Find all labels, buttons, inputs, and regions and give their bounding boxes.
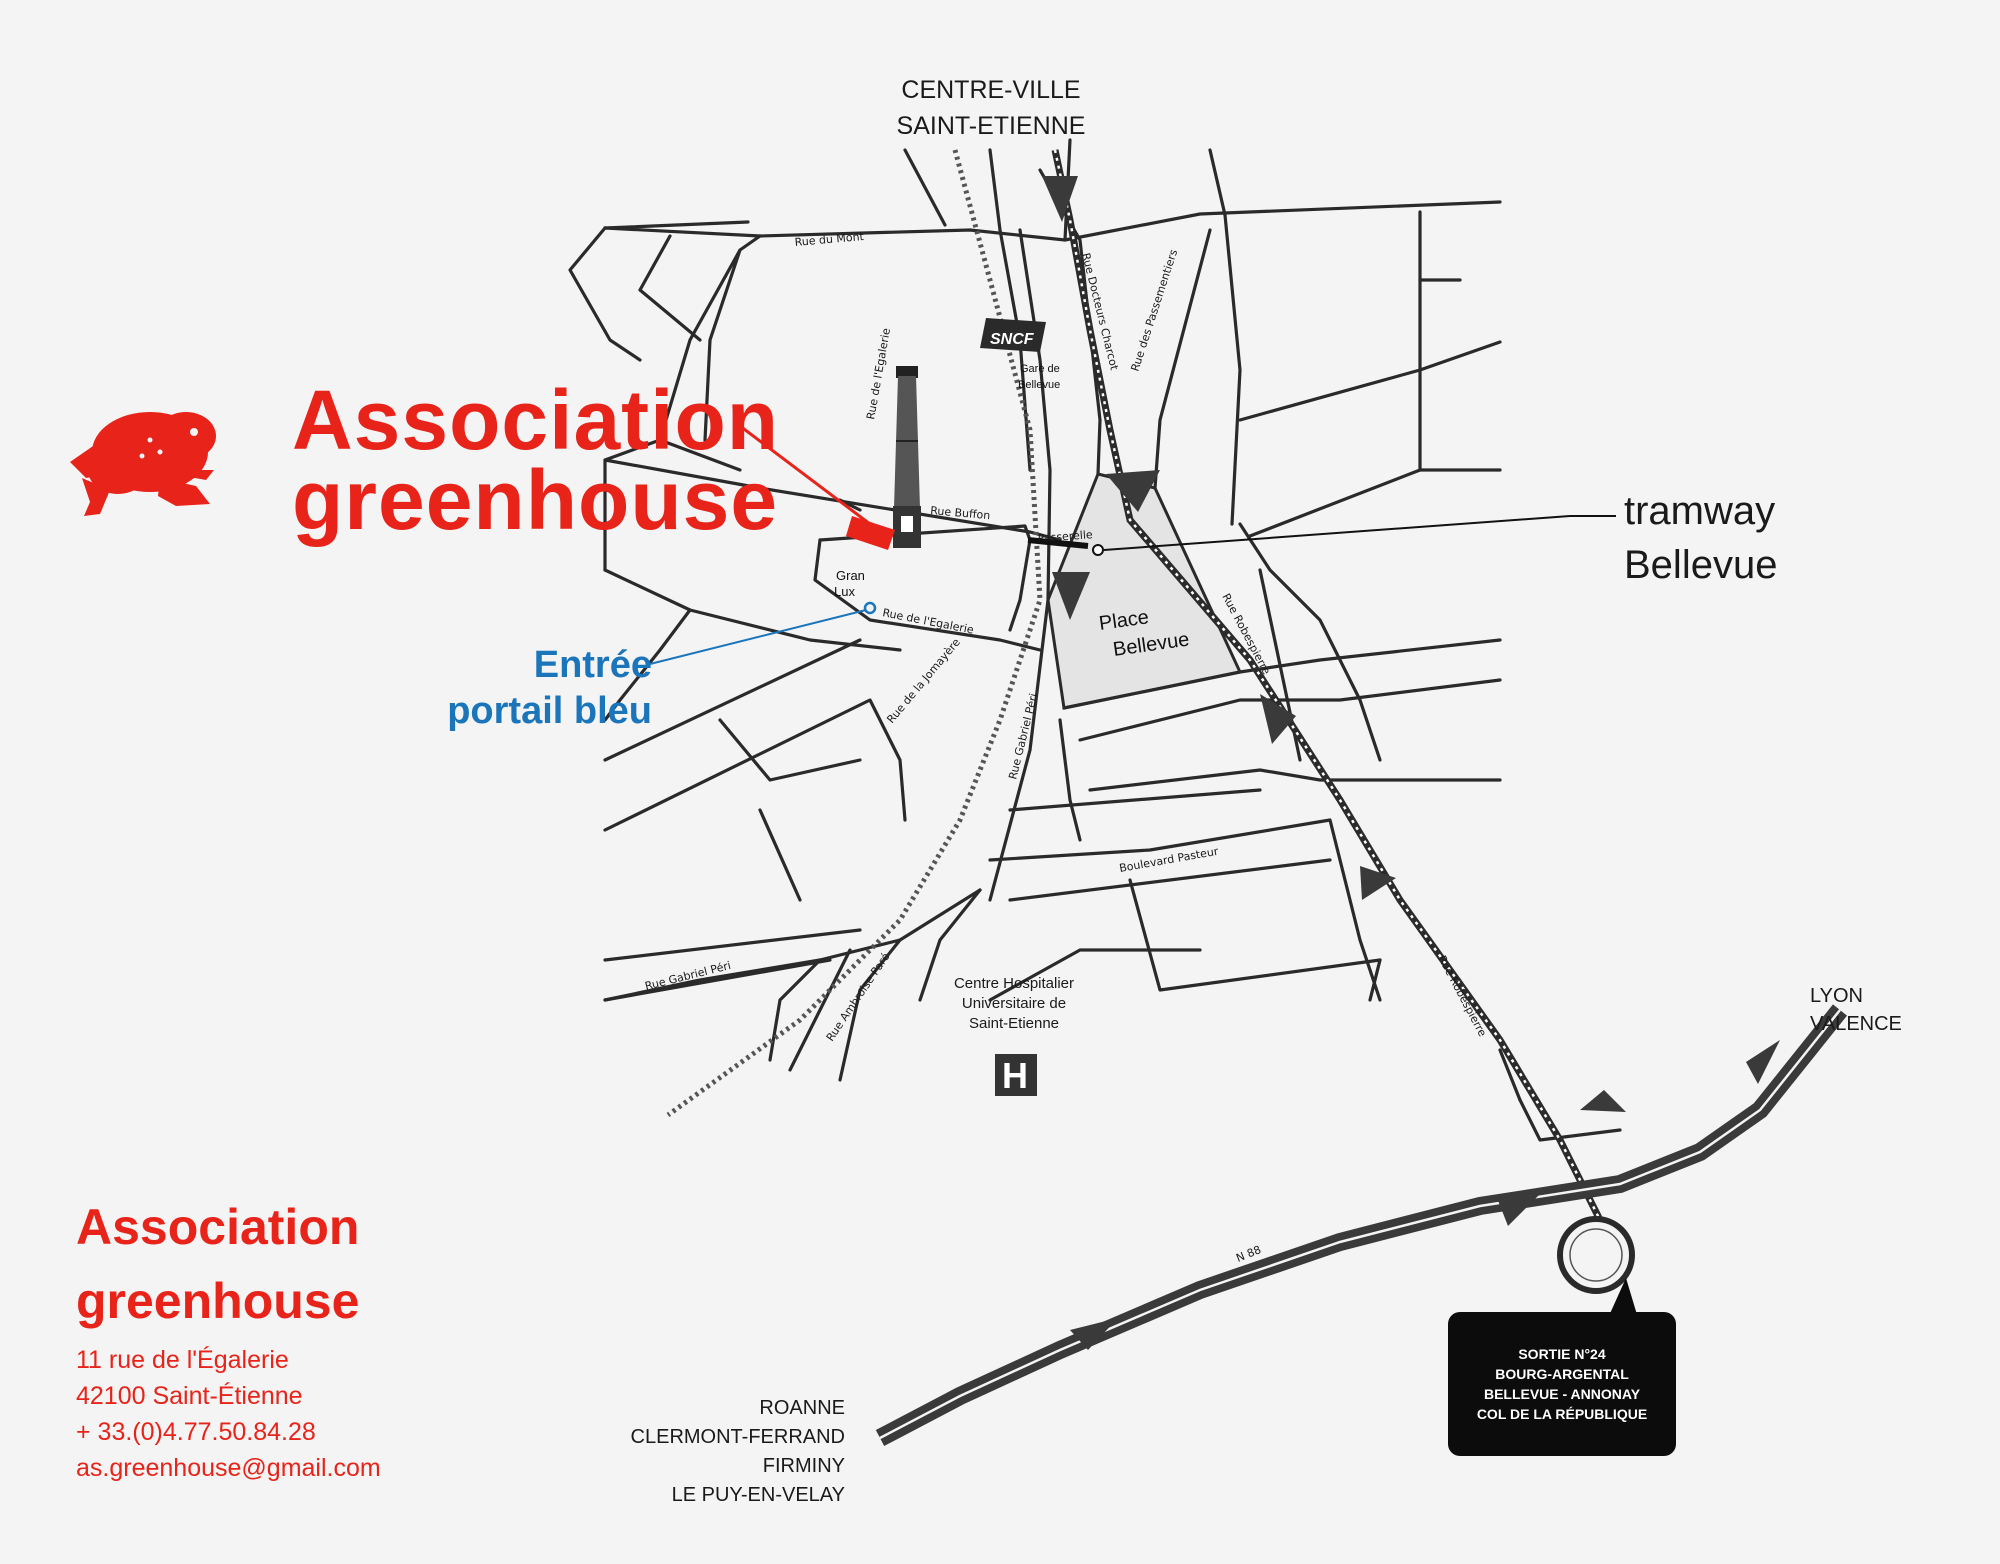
address-title-line: greenhouse <box>76 1273 360 1329</box>
chimney-icon <box>893 366 921 548</box>
title-line: greenhouse <box>292 453 779 547</box>
svg-text:H: H <box>1002 1055 1028 1096</box>
hospital-label-line: Centre Hospitalier <box>953 975 1075 992</box>
exit-line: BELLEVUE - ANNONAY <box>1483 1386 1641 1402</box>
west-destination-label: ROANNE CLERMONT-FERRAND FIRMINY LE PUY-E… <box>560 1394 845 1510</box>
highway-n88 <box>875 1004 1848 1446</box>
entry-label-line: Entrée <box>533 644 652 686</box>
svg-text:SNCF: SNCF <box>990 331 1035 348</box>
direction-arrow <box>1580 1090 1626 1112</box>
address-title-line: Association <box>76 1199 360 1255</box>
address-city: 42100 Saint-Étienne <box>76 1382 303 1410</box>
gran-lux-label: Gran <box>836 568 865 583</box>
hospital-label-line: Saint-Etienne <box>968 1015 1060 1032</box>
destination-line: LE PUY-EN-VELAY <box>671 1484 845 1506</box>
city-label-line: CENTRE-VILLE <box>901 76 1081 104</box>
address-phone[interactable]: + 33.(0)4.77.50.84.28 <box>76 1418 316 1446</box>
street-label: Rue Robespierre <box>1435 953 1489 1039</box>
direction-arrow <box>1052 572 1090 620</box>
exit-line: COL DE LA RÉPUBLIQUE <box>1476 1406 1648 1422</box>
exit-callout-pointer <box>1608 1278 1638 1318</box>
direction-arrow <box>1260 694 1296 744</box>
city-center-label: CENTRE-VILLE SAINT-ETIENNE <box>882 72 1100 144</box>
roundabout-inner <box>1569 1228 1623 1282</box>
tram-line-inner <box>1053 149 1602 1221</box>
gran-lux-label: Lux <box>834 584 855 599</box>
destination-line: ROANNE <box>759 1397 845 1419</box>
station-label: Bellevue <box>1018 379 1060 391</box>
direction-arrow <box>1106 470 1160 512</box>
sncf-logo: SNCF <box>980 318 1046 352</box>
exit-line: BOURG-ARGENTAL <box>1495 1366 1629 1382</box>
destination-line: FIRMINY <box>762 1455 845 1477</box>
exit-line: SORTIE N°24 <box>1518 1346 1606 1362</box>
hospital-label-line: Universitaire de <box>961 995 1067 1012</box>
destination-line: LYON <box>1810 985 1863 1007</box>
hospital-icon: H <box>995 1054 1037 1096</box>
destination-line: VALENCE <box>1810 1013 1902 1035</box>
direction-arrow <box>1360 866 1396 900</box>
direction-arrow <box>1497 1194 1540 1226</box>
street-label: Rue du Mont <box>794 230 865 249</box>
highway-exit-callout: SORTIE N°24 BOURG-ARGENTAL BELLEVUE - AN… <box>1448 1312 1676 1456</box>
direction-arrow <box>1070 1318 1118 1350</box>
address-street: 11 rue de l'Égalerie <box>76 1346 289 1374</box>
direction-arrow <box>1042 176 1078 222</box>
street-label: Rue de l'Egalerie <box>864 327 893 421</box>
direction-arrows <box>1042 176 1780 1350</box>
entry-label: Entrée portail bleu <box>400 642 652 734</box>
railway-line <box>666 149 1043 1118</box>
destination-line: CLERMONT-FERRAND <box>630 1426 845 1448</box>
roundabout <box>1557 1216 1635 1294</box>
street-label: Passerelle <box>1037 528 1093 545</box>
station-label: Gare de <box>1020 363 1060 375</box>
address-block: 11 rue de l'Égalerie 42100 Saint-Étienne… <box>76 1342 381 1486</box>
tram-stop-label: tramway Bellevue <box>1624 484 1777 592</box>
toad-logo <box>70 412 216 516</box>
street-label: Rue Ambroise Paré <box>824 950 893 1043</box>
title-line: Association <box>292 373 780 467</box>
tram-label-line: Bellevue <box>1624 543 1778 587</box>
street-label: Rue Gabriel Péri <box>1006 692 1040 781</box>
hospital-label: Centre Hospitalier Universitaire de Sain… <box>900 974 1128 1034</box>
passerelle-bridge <box>1027 537 1089 549</box>
entry-point-icon <box>863 601 877 615</box>
title-leader-line <box>739 424 871 526</box>
tram-stop-icon <box>1092 544 1104 556</box>
entry-leader-line <box>649 609 867 665</box>
street-label: Boulevard Pasteur <box>1118 845 1220 875</box>
direction-arrow <box>1746 1040 1780 1084</box>
street-label: Rue des Passementiers <box>1128 248 1180 373</box>
city-label-line: SAINT-ETIENNE <box>896 112 1086 140</box>
street-label: Rue de l'Egalerie <box>881 606 975 636</box>
tram-leader-line <box>1103 515 1571 551</box>
map-title: Association greenhouse <box>292 373 780 547</box>
address-title: Association greenhouse <box>76 1190 359 1338</box>
tram-label-line: tramway <box>1624 489 1776 533</box>
street-label: Rue Buffon <box>930 504 991 522</box>
entry-label-line: portail bleu <box>447 690 652 732</box>
east-destination-label: LYON VALENCE <box>1810 982 1902 1038</box>
address-email[interactable]: as.greenhouse@gmail.com <box>76 1454 381 1482</box>
greenhouse-marker <box>846 516 895 550</box>
street-network <box>568 138 1622 1142</box>
